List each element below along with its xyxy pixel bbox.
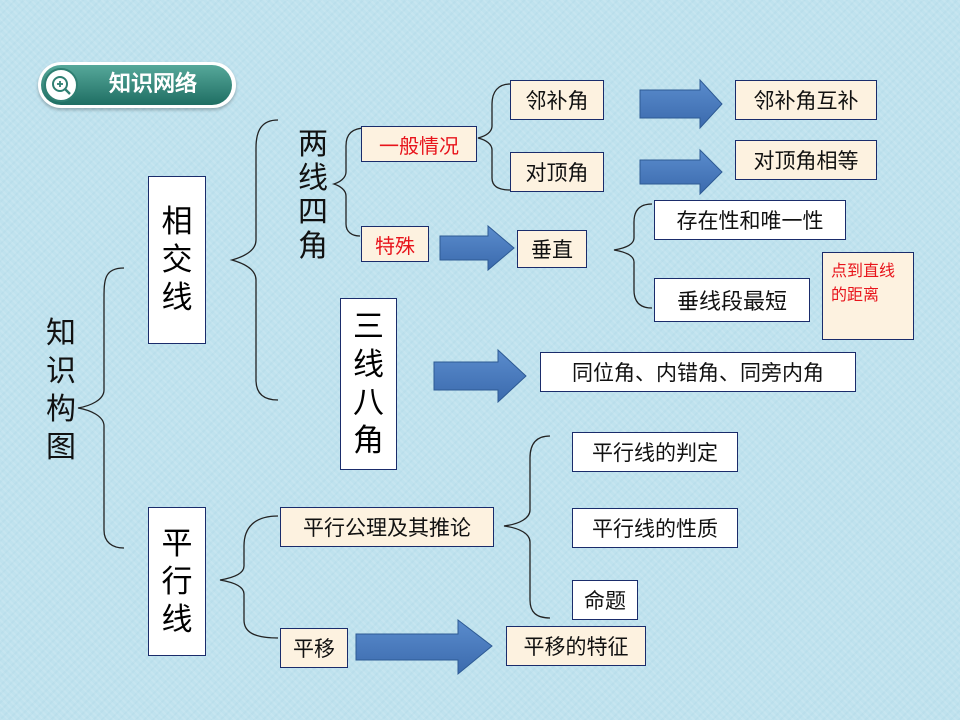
perpendicular-box: 垂直 xyxy=(517,230,587,268)
angle-types-box: 同位角、内错角、同旁内角 xyxy=(540,352,856,392)
parallel-axiom-box: 平行公理及其推论 xyxy=(280,507,494,547)
special-case-box: 特殊 xyxy=(361,226,429,262)
arrow-translation xyxy=(355,618,493,676)
arrow-special-perpendicular xyxy=(439,224,515,272)
intersecting-brace xyxy=(229,119,279,401)
distance-note-box: 点到直线的距离 xyxy=(822,252,914,340)
translation-features-box: 平移的特征 xyxy=(506,626,646,666)
translation-box: 平移 xyxy=(280,628,348,668)
intersecting-lines-title: 相交线 xyxy=(161,204,193,316)
root-brace xyxy=(77,267,125,549)
general-case-box: 一般情况 xyxy=(361,126,477,162)
arrow-three-lines xyxy=(433,348,527,404)
existence-uniqueness-box: 存在性和唯一性 xyxy=(654,200,846,240)
two-lines-four-angles-label: 两线四角 xyxy=(298,127,328,264)
parallel-lines-title: 平行线 xyxy=(161,525,193,638)
parallel-criteria-box: 平行线的判定 xyxy=(572,432,738,472)
section-header-badge: 知识网络 xyxy=(38,62,236,108)
parallel-brace xyxy=(219,515,279,639)
shortest-perpendicular-box: 垂线段最短 xyxy=(654,278,810,322)
perpendicular-brace xyxy=(613,203,653,309)
adjacent-supplementary-result-box: 邻补角互补 xyxy=(735,80,877,120)
parallel-lines-box: 平行线 xyxy=(148,507,206,656)
three-lines-eight-angles-box: 三线八角 xyxy=(340,298,397,470)
adjacent-supplementary-box: 邻补角 xyxy=(510,80,604,120)
proposition-box: 命题 xyxy=(572,580,638,620)
intersecting-lines-box: 相交线 xyxy=(148,176,206,344)
vertical-angles-result-box: 对顶角相等 xyxy=(735,140,877,180)
arrow-adjacent-supplementary xyxy=(639,78,723,130)
three-lines-eight-angles-title: 三线八角 xyxy=(353,309,384,459)
parallel-properties-box: 平行线的性质 xyxy=(572,508,738,548)
arrow-vertical-angles xyxy=(639,148,723,196)
two-lines-brace xyxy=(331,127,367,237)
magnifier-plus-icon xyxy=(44,68,78,102)
vertical-angles-box: 对顶角 xyxy=(510,152,604,192)
general-case-brace xyxy=(477,83,511,191)
axiom-brace xyxy=(503,435,551,619)
root-label: 知识构图 xyxy=(46,316,76,465)
